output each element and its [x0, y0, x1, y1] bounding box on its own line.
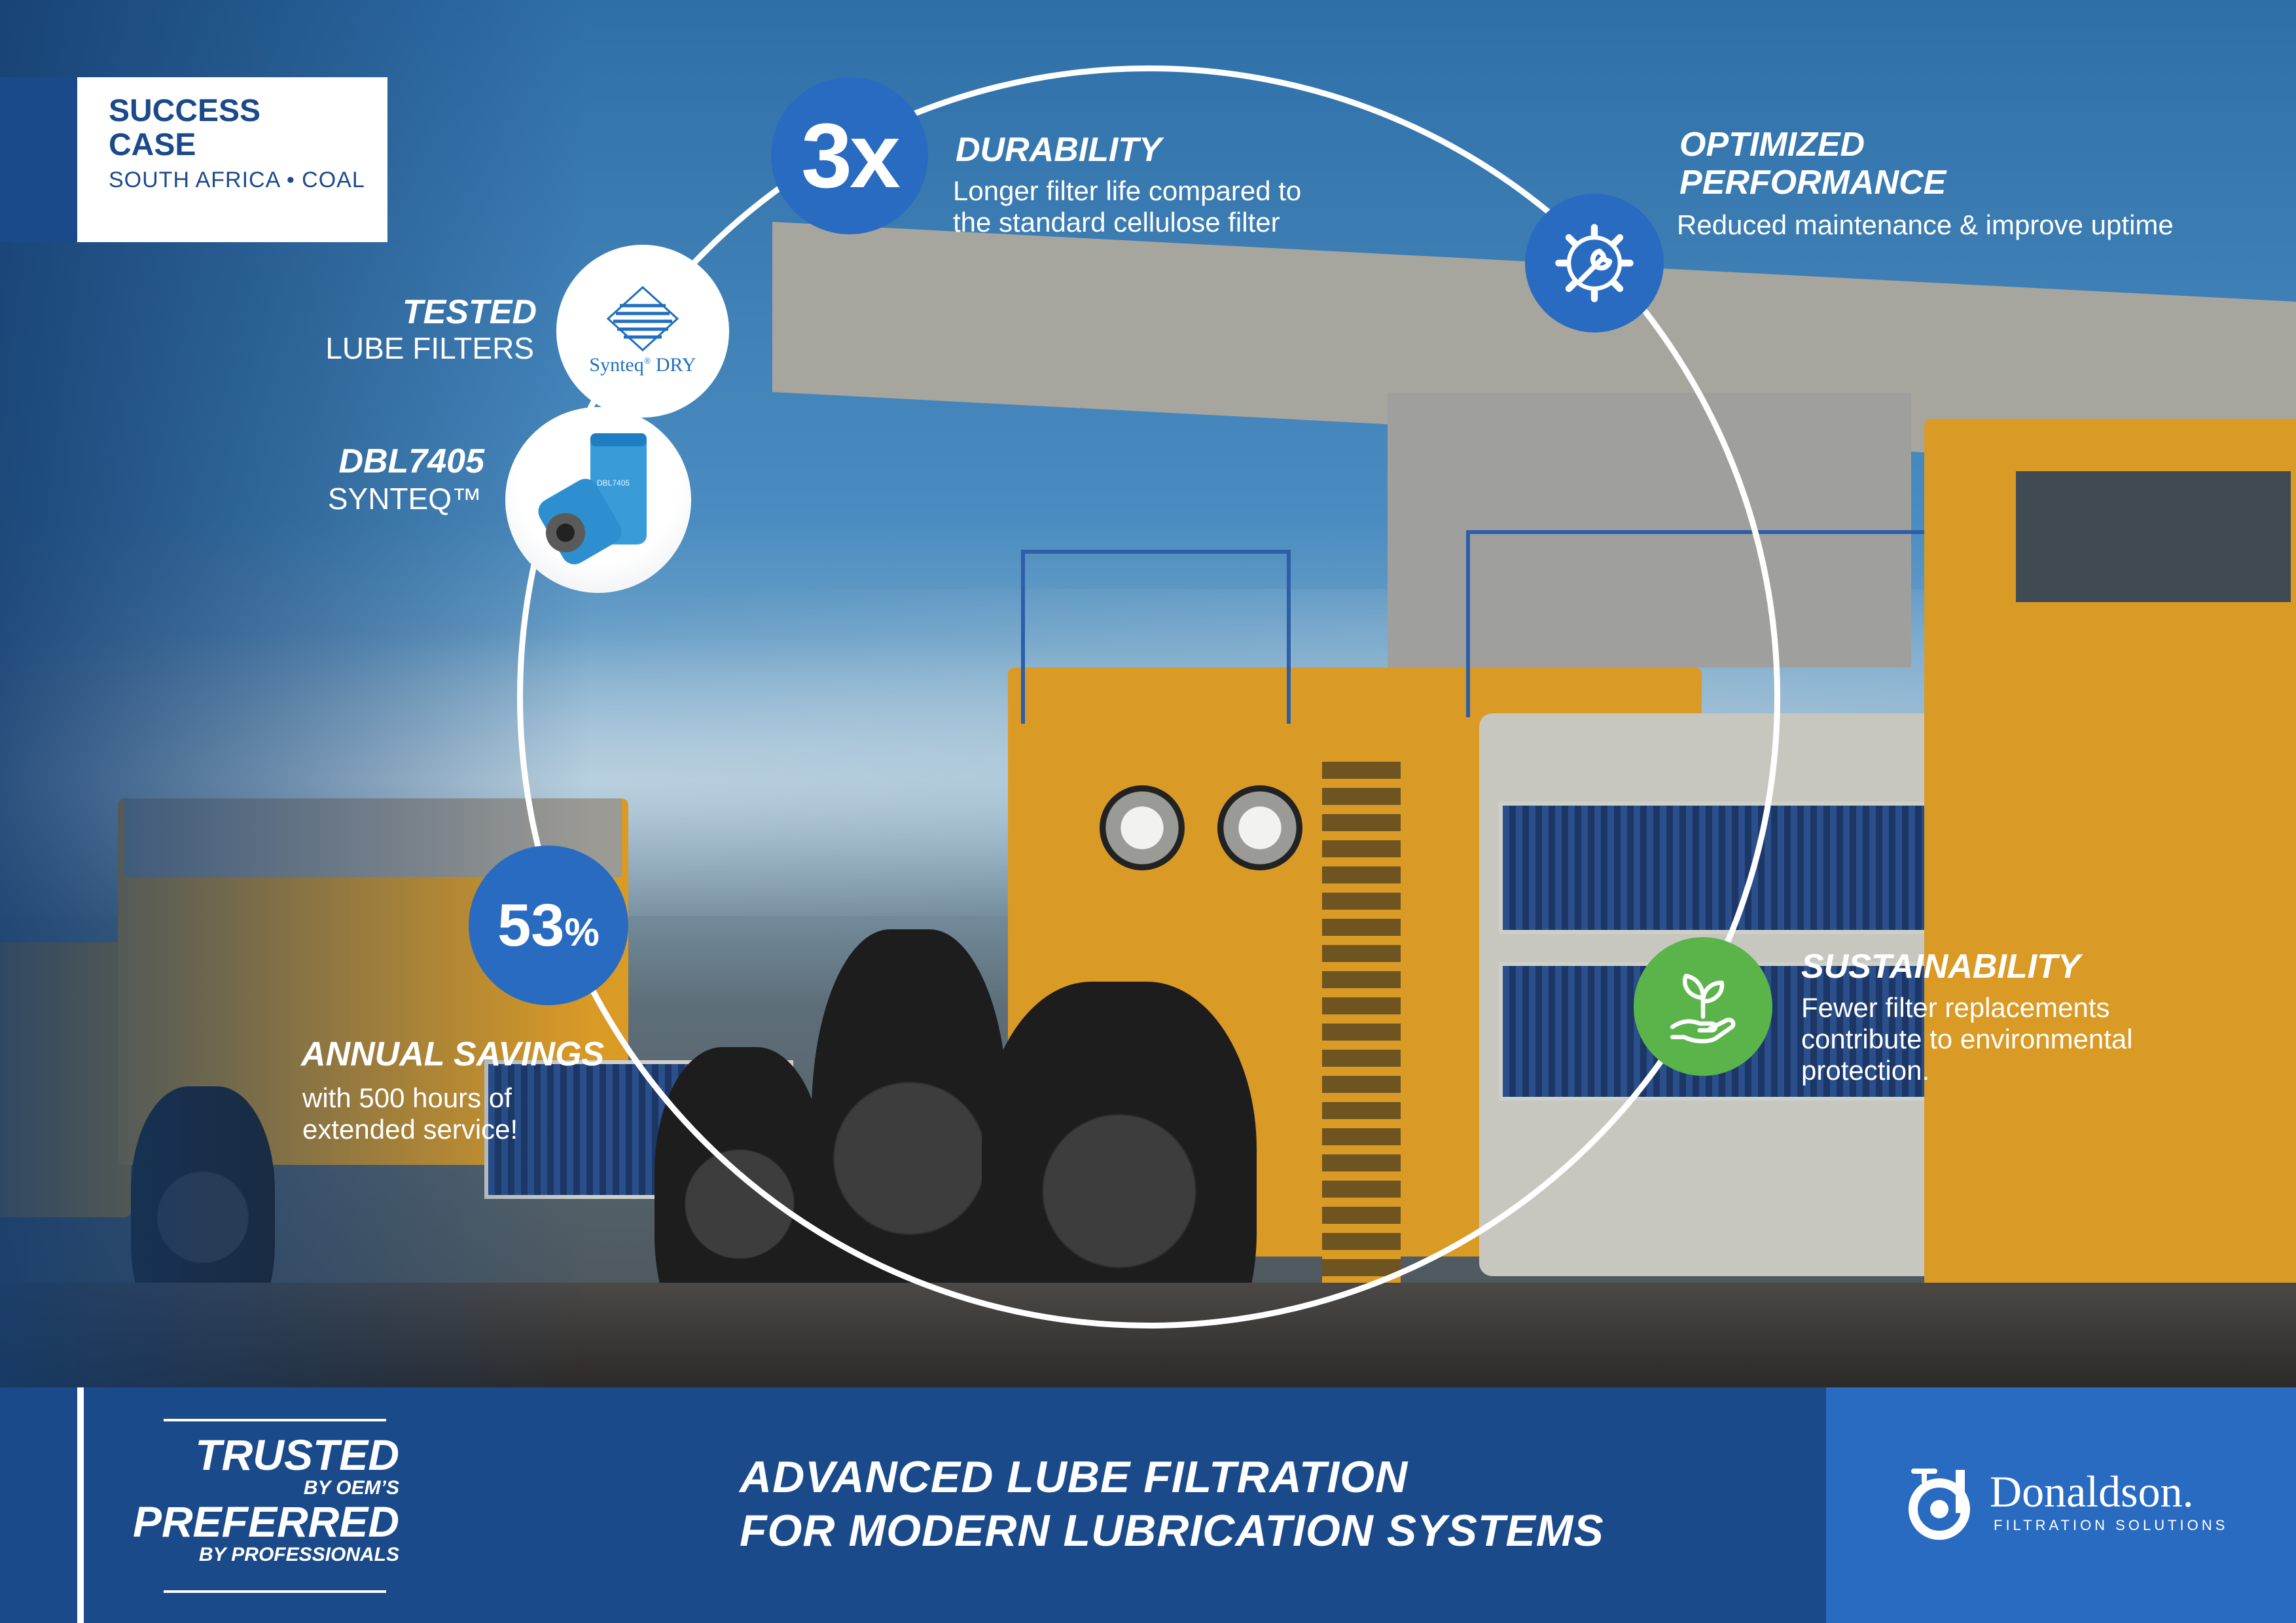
success-case-title: SUCCESS CASE — [109, 94, 261, 162]
gear-wrench-icon — [1555, 224, 1634, 302]
durability-value: 3x — [801, 104, 901, 207]
lube-filter-icon: DBL7405 — [538, 433, 647, 565]
savings-unit: % — [564, 910, 600, 954]
trusted-preferred-block: TRUSTED BY OEM’S PREFERRED BY PROFESSION… — [133, 1421, 399, 1598]
savings-title: ANNUAL SAVINGS — [301, 1035, 605, 1073]
donaldson-wordmark: Donaldson. — [1990, 1467, 2194, 1516]
preferred-label: PREFERRED — [132, 1497, 399, 1546]
durability-title: DURABILITY — [956, 131, 1162, 169]
footer-headline: ADVANCED LUBE FILTRATION FOR MODERN LUBR… — [740, 1452, 1604, 1556]
truck-right-cab-window — [2016, 471, 2291, 602]
filter-label: DBL7405 — [597, 478, 630, 488]
performance-badge — [1525, 194, 1664, 332]
trusted-rule-top — [164, 1419, 386, 1421]
performance-title: OPTIMIZED PERFORMANCE — [1679, 126, 1946, 202]
product-title: DBL7405 — [338, 442, 484, 480]
success-case-location: SOUTH AFRICA • COAL — [109, 168, 365, 192]
trusted-label: TRUSTED — [195, 1431, 399, 1479]
synteq-dry-logo-text: Synteq® DRY — [589, 354, 696, 376]
sustainability-title: SUSTAINABILITY — [1801, 948, 2081, 986]
trusted-rule-bottom — [164, 1590, 386, 1593]
savings-value-wrap: 53% — [497, 891, 600, 960]
success-case-card: SUCCESS CASE SOUTH AFRICA • COAL — [77, 77, 387, 242]
synteq-logo-suffix: DRY — [655, 354, 696, 376]
donaldson-tagline: FILTRATION SOLUTIONS — [1994, 1517, 2229, 1533]
synteq-diamond-icon — [607, 286, 679, 351]
synteq-logo-word: Synteq — [589, 354, 644, 376]
filter-product-image: DBL7405 — [505, 407, 691, 593]
tested-title: TESTED — [402, 293, 537, 331]
product-subtitle: SYNTEQ™ — [327, 482, 482, 516]
synteq-dry-logo-badge: Synteq® DRY — [556, 245, 729, 418]
performance-description: Reduced maintenance & improve uptime — [1677, 209, 2174, 240]
savings-value: 53 — [497, 891, 565, 959]
feature-ring — [517, 65, 1780, 1329]
by-oems-label: BY OEM’S — [303, 1477, 399, 1499]
tested-subtitle: LUBE FILTERS — [325, 331, 534, 365]
savings-badge: 53% — [469, 846, 628, 1005]
durability-description: Longer filter life compared to the stand… — [953, 175, 1302, 238]
plant-hand-icon — [1670, 973, 1736, 1044]
by-professionals-label: BY PROFESSIONALS — [198, 1544, 399, 1565]
savings-description: with 500 hours of extended service! — [302, 1082, 518, 1145]
donaldson-logo-icon — [1909, 1469, 1970, 1540]
durability-badge: 3x — [771, 77, 928, 234]
sustainability-description: Fewer filter replacements contribute to … — [1801, 992, 2133, 1086]
footer-brand-panel — [1826, 1387, 2296, 1623]
synteq-logo-trademark: ® — [643, 357, 651, 366]
sustainability-badge — [1634, 937, 1772, 1076]
accent-bar — [0, 77, 77, 242]
footer-accent-line — [77, 1387, 84, 1623]
